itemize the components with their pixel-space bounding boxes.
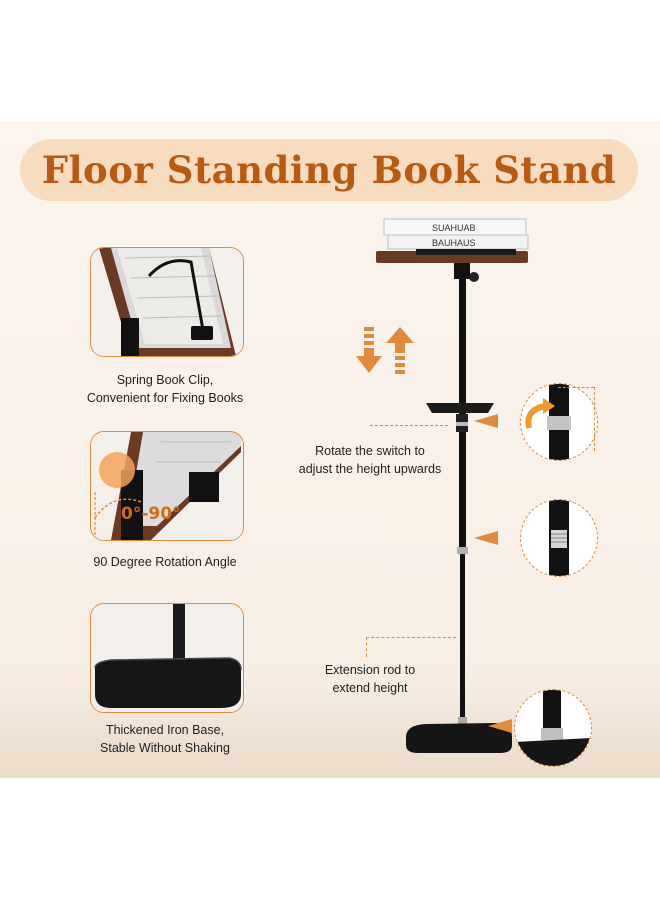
- rod-detail-circle: [520, 499, 598, 577]
- base-pointer-icon: [488, 719, 512, 733]
- base-caption-line1: Thickened Iron Base,: [105, 723, 225, 737]
- leader-line: [366, 637, 456, 638]
- rotation-angle-label: 0°-90°: [121, 504, 181, 524]
- title-banner: Floor Standing Book Stand: [20, 139, 638, 201]
- rotation-caption-line1: 90 Degree Rotation Angle: [93, 555, 237, 569]
- rotate-switch-annotation: Rotate the switch to adjust the height u…: [282, 442, 458, 478]
- base-caption-line2: Stable Without Shaking: [100, 741, 230, 755]
- switch-detail-circle: [520, 383, 598, 461]
- spring-clip-caption: Spring Book Clip, Convenient for Fixing …: [70, 371, 260, 407]
- book-stand-illustration: SUAHUAB BAUHAUS: [376, 218, 529, 753]
- leader-line: [594, 387, 595, 451]
- extension-annotation-line2: extend height: [332, 681, 408, 695]
- base-illustration: [91, 604, 243, 712]
- rotate-annotation-line1: Rotate the switch to: [315, 444, 425, 458]
- spring-clip-callout: [90, 247, 244, 357]
- rotation-callout: 0°-90°: [90, 431, 244, 541]
- extension-annotation-line1: Extension rod to: [324, 663, 416, 677]
- extension-rod-annotation: Extension rod to extend height: [300, 661, 440, 697]
- rotation-illustration: [91, 432, 243, 540]
- product-panel: Floor Standing Book Stand Spring Book Cl…: [0, 121, 660, 778]
- bottom-book-spine: BAUHAUS: [432, 238, 476, 248]
- spring-clip-caption-line1: Spring Book Clip,: [116, 373, 214, 387]
- rotate-annotation-line2: adjust the height upwards: [298, 462, 442, 476]
- spring-clip-caption-line2: Convenient for Fixing Books: [86, 391, 244, 405]
- rotation-caption: 90 Degree Rotation Angle: [70, 553, 260, 571]
- base-caption: Thickened Iron Base, Stable Without Shak…: [70, 721, 260, 757]
- base-joint-icon: [515, 690, 591, 766]
- leader-line: [366, 637, 367, 657]
- top-book-spine: SUAHUAB: [432, 223, 476, 233]
- spring-clip-illustration: [91, 248, 243, 356]
- base-callout: [90, 603, 244, 713]
- base-detail-circle: [514, 689, 592, 767]
- leader-line: [558, 387, 594, 388]
- extension-rod-icon: [549, 500, 569, 576]
- rotation-switch-icon: [525, 384, 571, 460]
- page-title: Floor Standing Book Stand: [41, 148, 617, 192]
- switch-pointer-icon: [474, 414, 498, 428]
- rod-pointer-icon: [474, 531, 498, 545]
- height-adjust-arrows-icon: [356, 327, 414, 374]
- leader-line: [370, 425, 448, 426]
